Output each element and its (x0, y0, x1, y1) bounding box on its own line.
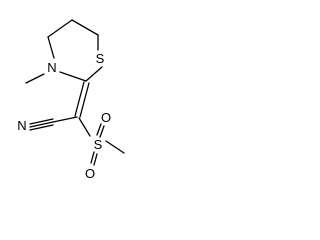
bond-ring-c2-n (59, 71, 87, 82)
atom-o-bottom: O (85, 166, 95, 181)
bond-ring-upper-left (47, 19, 73, 38)
bond-s-o-top-a (96, 123, 102, 136)
structure-drawing: N S N S O O (0, 0, 149, 186)
bond-s-o-top-b (99, 125, 105, 138)
bond-s-methyl (105, 140, 125, 154)
atom-s-sulfonyl: S (94, 137, 103, 152)
atom-s-ring: S (96, 51, 105, 66)
bond-triple-1 (29, 118, 54, 125)
bond-ring-top (71, 19, 99, 36)
bond-triple-2 (29, 121, 54, 128)
atom-o-top: O (101, 110, 111, 125)
bond-s-o-bottom-b (93, 153, 98, 166)
bond-triple-3 (29, 124, 54, 131)
bond-exo-double-a (74, 81, 85, 117)
bond-c-cn (52, 116, 78, 123)
bond-exo-double-b (79, 82, 90, 118)
bond-ring-s-c2 (85, 66, 103, 82)
bond-s-o-bottom-a (90, 151, 95, 164)
bond-ring-n-c (47, 36, 55, 59)
bond-c-s (78, 117, 91, 137)
bond-n-methyl (25, 73, 45, 84)
atom-n-ring: N (47, 60, 56, 75)
molecule-svg: N S N S O O (17, 19, 125, 181)
atom-n-nitrile: N (17, 118, 26, 133)
